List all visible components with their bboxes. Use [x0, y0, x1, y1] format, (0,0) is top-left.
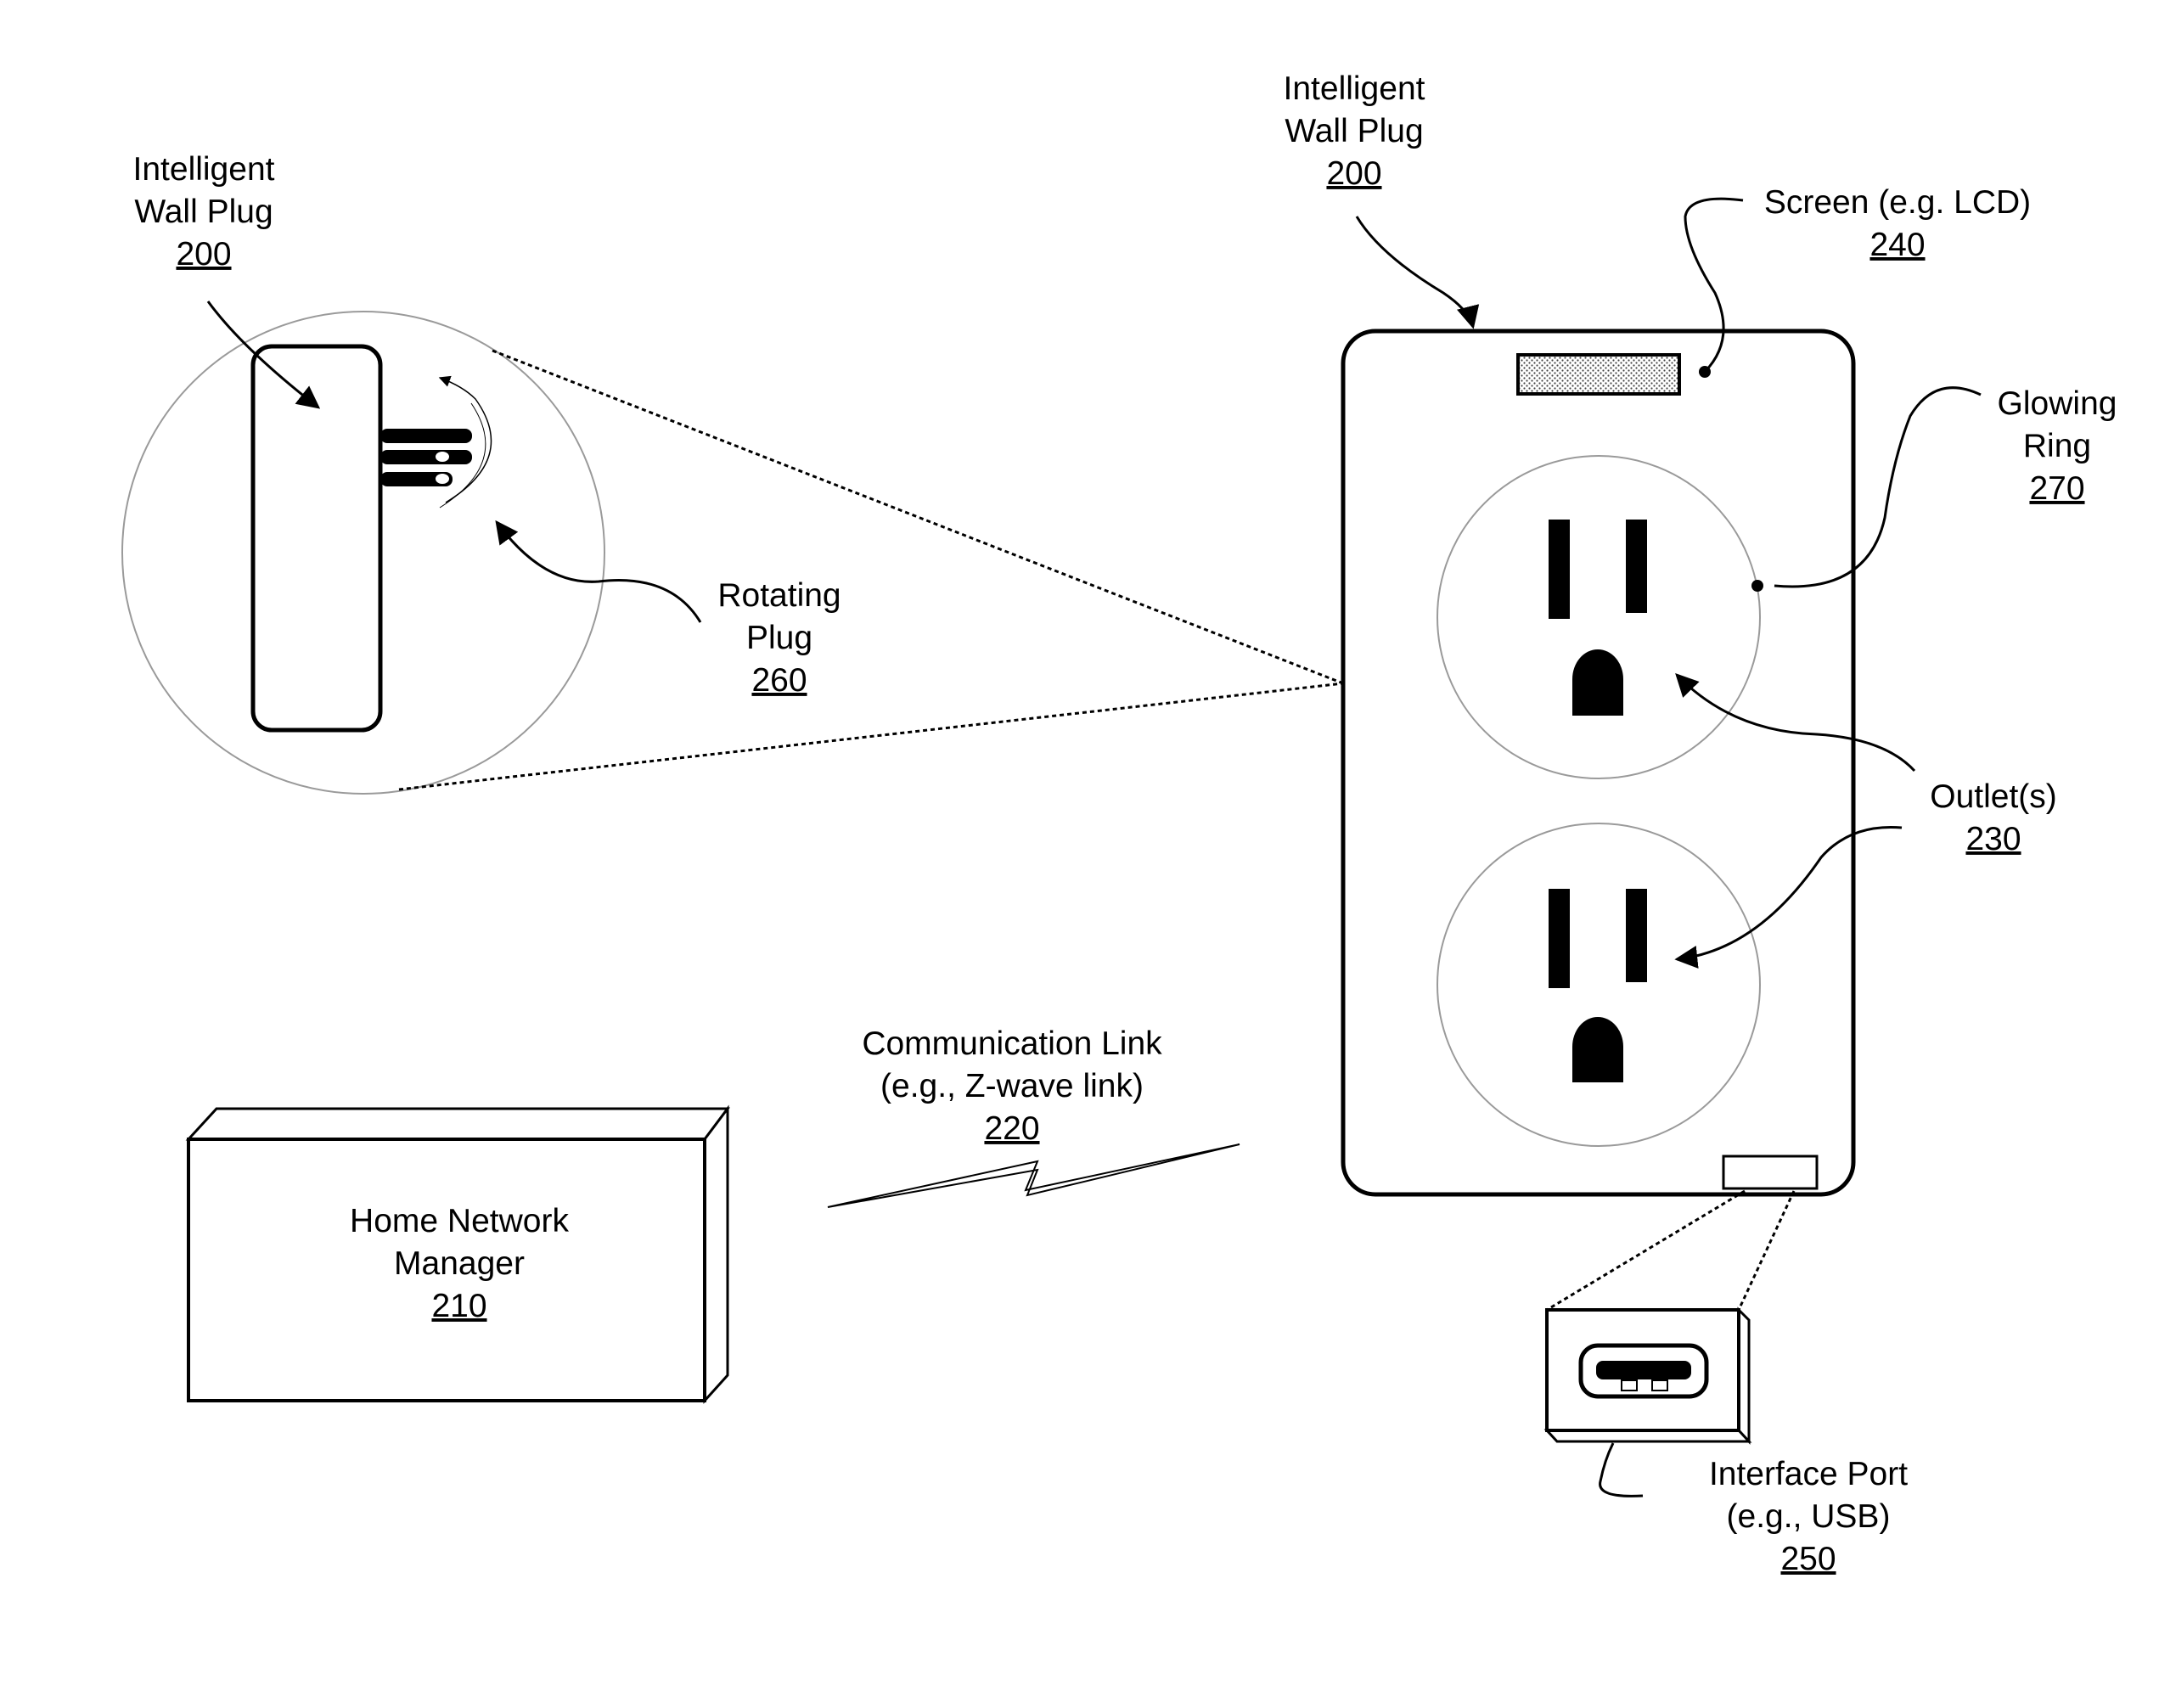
svg-text:250: 250: [1780, 1541, 1836, 1577]
svg-text:Glowing: Glowing: [1998, 385, 2117, 422]
screen-lcd: [1518, 355, 1679, 394]
svg-text:Wall Plug: Wall Plug: [134, 194, 273, 230]
svg-text:260: 260: [751, 662, 807, 699]
svg-text:220: 220: [984, 1110, 1039, 1147]
svg-text:Communication Link: Communication Link: [862, 1025, 1162, 1062]
svg-text:230: 230: [1965, 821, 2021, 857]
svg-text:Home Network: Home Network: [350, 1203, 569, 1239]
svg-text:Intelligent: Intelligent: [133, 151, 275, 188]
svg-text:Intelligent: Intelligent: [1284, 70, 1425, 107]
label-glowing-ring: Glowing Ring 270: [1998, 385, 2117, 507]
label-screen: Screen (e.g. LCD) 240: [1764, 184, 2031, 263]
wall-plug-front: [1343, 331, 1853, 1194]
zoom-line-bottom: [399, 683, 1343, 789]
wall-plug-side-body: [253, 346, 380, 730]
glowing-ring-dot: [1751, 580, 1763, 592]
svg-text:Outlet(s): Outlet(s): [1930, 778, 2057, 815]
rotating-plug-prongs: [380, 429, 472, 486]
leader-wall-plug-front: [1357, 216, 1473, 327]
svg-text:200: 200: [176, 236, 231, 272]
label-interface-port: Interface Port (e.g., USB) 250: [1709, 1456, 1908, 1577]
zoom-line-top: [492, 351, 1343, 683]
svg-text:Screen (e.g. LCD): Screen (e.g. LCD): [1764, 184, 2031, 221]
svg-text:Plug: Plug: [746, 620, 812, 656]
communication-link-bolt: [828, 1144, 1240, 1207]
svg-text:210: 210: [431, 1288, 486, 1324]
svg-text:Ring: Ring: [2023, 428, 2091, 464]
svg-text:200: 200: [1326, 155, 1381, 192]
label-communication-link: Communication Link (e.g., Z-wave link) 2…: [862, 1025, 1162, 1147]
usb-port-small: [1723, 1156, 1817, 1188]
label-wall-plug-front: Intelligent Wall Plug 200: [1284, 70, 1425, 192]
interface-port-zoom: [1547, 1191, 1794, 1441]
label-wall-plug-side: Intelligent Wall Plug 200: [133, 151, 275, 272]
svg-text:(e.g., Z-wave link): (e.g., Z-wave link): [880, 1068, 1144, 1104]
svg-text:240: 240: [1869, 227, 1925, 263]
svg-text:(e.g., USB): (e.g., USB): [1727, 1498, 1891, 1535]
svg-text:Rotating: Rotating: [717, 577, 841, 614]
label-rotating-plug: Rotating Plug 260: [717, 577, 841, 699]
svg-text:Wall Plug: Wall Plug: [1285, 113, 1423, 149]
svg-text:Manager: Manager: [394, 1245, 525, 1282]
screen-dot: [1699, 366, 1711, 378]
side-view-zoom: [122, 312, 1343, 794]
leader-interface-port: [1600, 1443, 1643, 1496]
svg-text:Interface Port: Interface Port: [1709, 1456, 1908, 1492]
label-outlets: Outlet(s) 230: [1930, 778, 2057, 857]
svg-text:270: 270: [2029, 470, 2084, 507]
